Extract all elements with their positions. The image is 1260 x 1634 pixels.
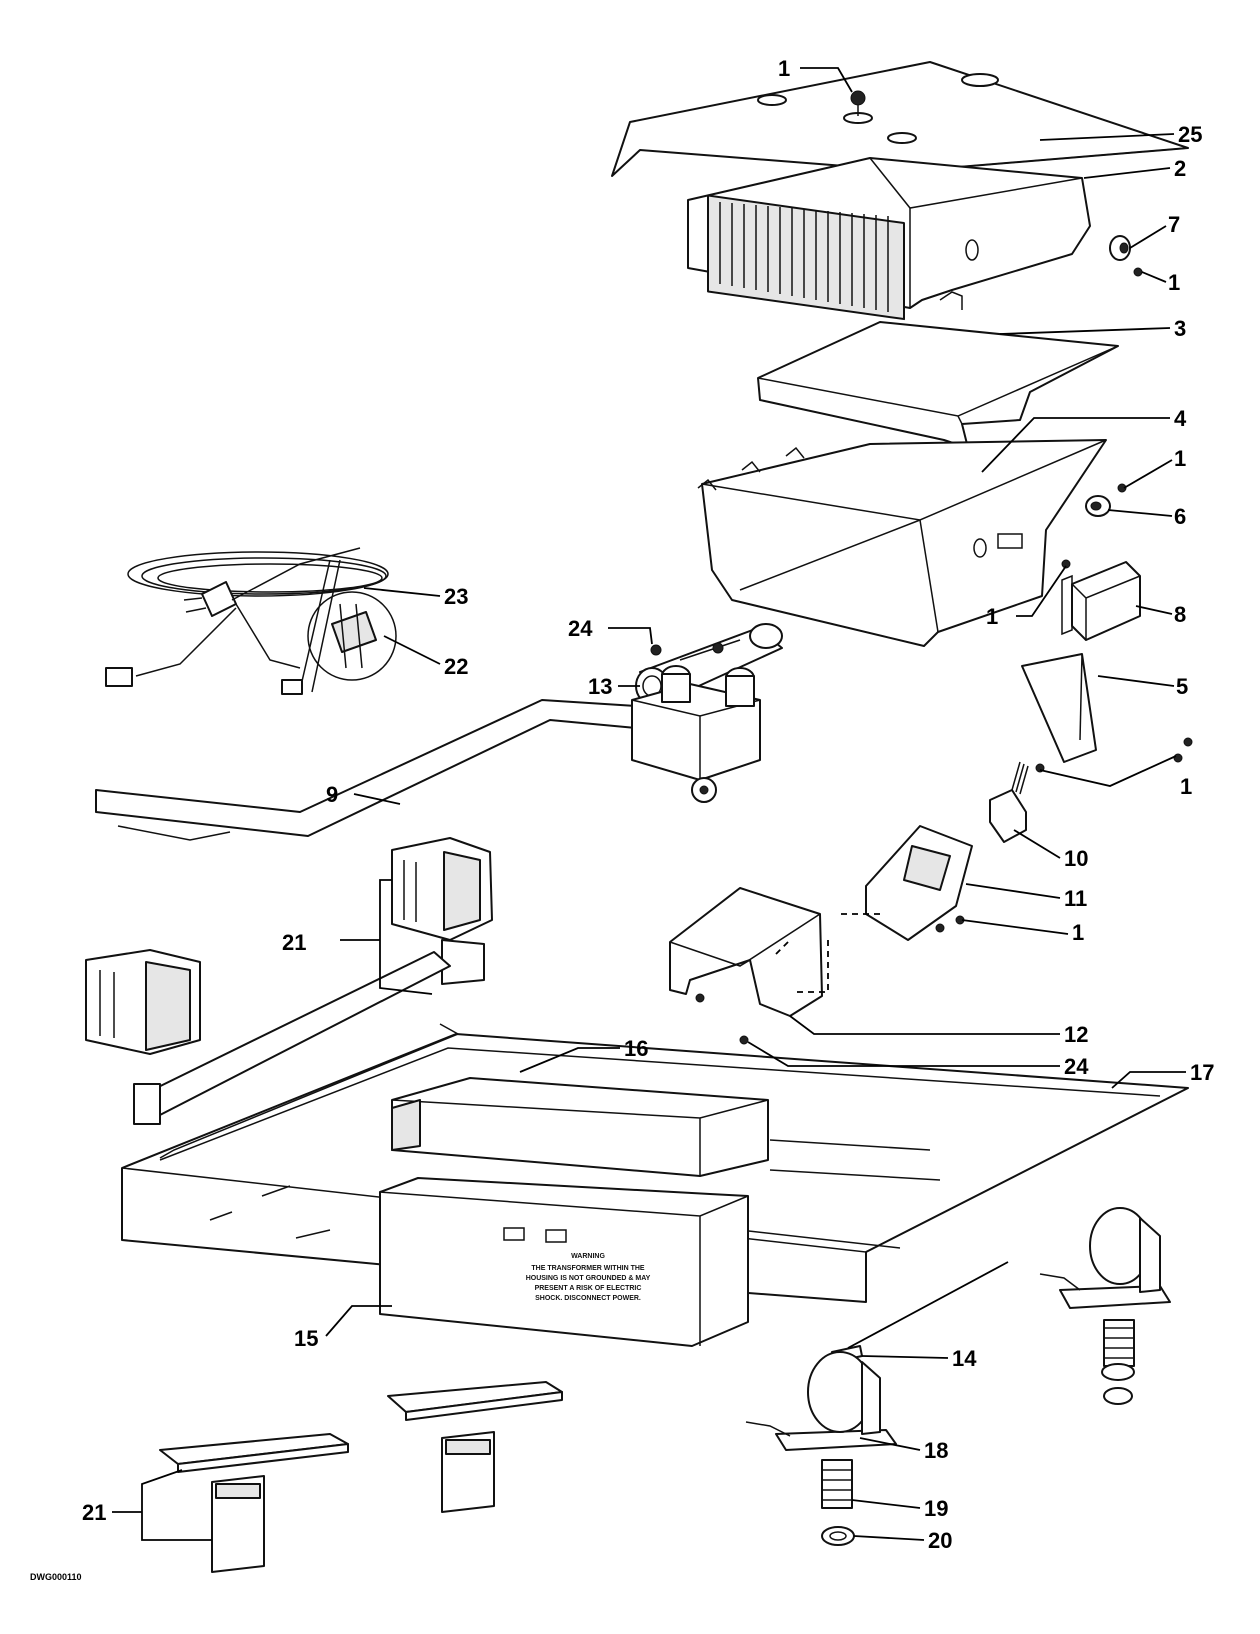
callout-17: 17 (1190, 1060, 1214, 1085)
screw-icon (695, 993, 705, 1003)
screw-icon (1133, 267, 1143, 277)
callout-1: 1 (1174, 446, 1186, 471)
callout-21: 21 (282, 930, 306, 955)
gas-valve-pipe-part-9 (95, 665, 761, 841)
igniter-part-10 (989, 761, 1029, 843)
threaded-stud-part-19 (821, 1459, 853, 1509)
callout-1: 1 (778, 56, 790, 81)
small-fitting-part-6 (1085, 495, 1111, 517)
foot-pad-center (387, 1381, 563, 1513)
callout-10: 10 (1064, 846, 1088, 871)
screw-icon (739, 1035, 749, 1045)
callout-24: 24 (1064, 1054, 1089, 1079)
callout-20: 20 (928, 1528, 952, 1553)
callout-14: 14 (952, 1346, 977, 1371)
power-cord-part-23 (105, 547, 389, 695)
callout-19: 19 (924, 1496, 948, 1521)
callout-8: 8 (1174, 602, 1186, 627)
callout-4: 4 (1174, 406, 1187, 431)
callout-5: 5 (1176, 674, 1188, 699)
callout-11: 11 (1064, 886, 1087, 911)
warning-label-line: SHOCK. DISCONNECT POWER. (535, 1295, 641, 1302)
callout-13: 13 (588, 674, 612, 699)
screw-icon (1117, 483, 1127, 493)
mounting-bracket-part-12 (669, 887, 823, 1017)
screw-icon (712, 642, 724, 654)
relay-block-part-8 (1061, 561, 1141, 641)
callout-24: 24 (568, 616, 593, 641)
callout-1: 1 (986, 604, 998, 629)
grommet-detail-part-22 (307, 591, 397, 681)
leveling-foot-bottom-part-18 (745, 1351, 897, 1451)
warning-label-line: HOUSING IS NOT GROUNDED & MAY (526, 1275, 651, 1282)
callout-12: 12 (1064, 1022, 1088, 1047)
screw-icon (650, 644, 662, 656)
control-module-part-21-upper (391, 837, 493, 985)
control-module-part-21-left (85, 949, 201, 1055)
callout-25: 25 (1178, 122, 1202, 147)
screw-icon (1183, 737, 1193, 747)
callout-18: 18 (924, 1438, 948, 1463)
transformer-housing-part-15: WARNING THE TRANSFORMER WITHIN THE HOUSI… (379, 1177, 749, 1347)
callout-2: 2 (1174, 156, 1186, 181)
drawing-code: DWG000110 (30, 1572, 82, 1582)
bracket-part-5 (1021, 653, 1097, 763)
callout-3: 3 (1174, 316, 1186, 341)
warning-label-title: WARNING (571, 1253, 605, 1260)
callout-1: 1 (1180, 774, 1192, 799)
box-part-16 (391, 1077, 769, 1177)
cable-connector (133, 1083, 161, 1125)
screw-icon (935, 923, 945, 933)
leveling-foot-right (1039, 1207, 1171, 1405)
screw-icon (1061, 559, 1071, 569)
callout-16: 16 (624, 1036, 648, 1061)
top-cover-part-25 (611, 61, 1189, 177)
callout-6: 6 (1174, 504, 1186, 529)
callout-9: 9 (326, 782, 338, 807)
callout-1: 1 (1168, 270, 1180, 295)
callout-numbers: 1 25 2 7 1 3 4 1 6 23 22 1 8 24 13 5 9 1… (82, 56, 1214, 1553)
callout-1: 1 (1072, 920, 1084, 945)
callout-15: 15 (294, 1326, 318, 1351)
small-switch-part-7 (1109, 235, 1131, 261)
grille-housing-part-2 (687, 157, 1091, 321)
callout-22: 22 (444, 654, 468, 679)
tray-part-3 (757, 321, 1119, 449)
chassis-bracket-part-4 (697, 439, 1107, 647)
callout-7: 7 (1168, 212, 1180, 237)
screw-icon (1173, 753, 1183, 763)
callout-23: 23 (444, 584, 468, 609)
callout-21: 21 (82, 1500, 106, 1525)
nut-part-20 (821, 1526, 855, 1546)
foot-pad-left (159, 1433, 349, 1573)
warning-label-line: PRESENT A RISK OF ELECTRIC (535, 1285, 642, 1292)
igniter-bracket-part-11 (865, 825, 973, 941)
warning-label-line: THE TRANSFORMER WITHIN THE (531, 1265, 644, 1272)
leader-lines (112, 67, 1186, 1541)
